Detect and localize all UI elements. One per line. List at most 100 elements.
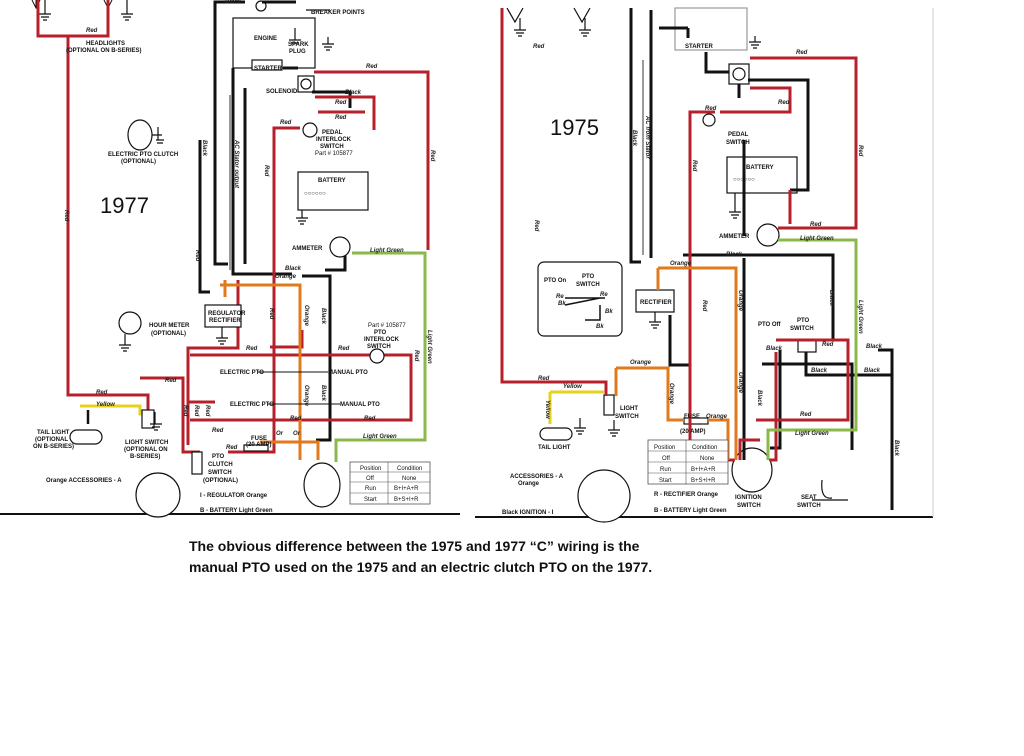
wire-label: Red — [705, 106, 717, 112]
label: B - BATTERY Light Green — [200, 508, 273, 514]
table-header: Condition — [397, 466, 422, 472]
table-cell: B+S+I+R — [691, 478, 716, 484]
label: SEAT — [801, 495, 817, 501]
label: IGNITION — [735, 495, 762, 501]
label: LIGHT — [620, 406, 638, 412]
label: AMMETER — [292, 246, 323, 252]
label: PLUG — [289, 49, 306, 55]
wire-label: Red — [810, 222, 822, 228]
label: BREAKER POINTS — [311, 10, 365, 16]
wire-label: Light Green — [857, 300, 863, 334]
year-label-1977: 1977 — [100, 193, 149, 218]
label: AC from Stator — [644, 115, 650, 159]
label: I - REGULATOR Orange — [200, 493, 268, 499]
label: (20 AMP) — [246, 442, 271, 448]
wire-label: Red — [86, 28, 98, 34]
label: SWITCH — [320, 144, 344, 150]
label: SWITCH — [737, 503, 761, 509]
label: STARTER — [685, 44, 714, 50]
wire-label: Red — [538, 376, 550, 382]
table-cell: None — [700, 456, 715, 462]
label: BATTERY — [746, 165, 774, 171]
wire-label: Orange — [275, 274, 297, 280]
wire-label: Light Green — [795, 431, 829, 437]
wire-label: Red — [413, 350, 419, 362]
label: (OPTIONAL) — [203, 478, 238, 484]
label: TAIL LIGHT — [37, 430, 70, 436]
wire-label: Orange — [630, 360, 652, 366]
label: PTO Off — [758, 322, 782, 328]
wire-label: Red — [63, 210, 69, 222]
caption-line-2: manual PTO used on the 1975 and an elect… — [189, 559, 653, 575]
wire-label: Red — [246, 346, 258, 352]
wire-label: Black — [320, 308, 326, 325]
label: PTO — [582, 274, 595, 280]
label: (OPTIONAL — [35, 437, 68, 443]
wire-label: Black — [320, 385, 326, 402]
wire-label: Orange — [303, 385, 309, 407]
table-cell: Run — [660, 467, 671, 473]
table-cell: Off — [366, 476, 374, 482]
label: Orange ACCESSORIES - A — [46, 478, 122, 484]
table-cell: B+S+I+R — [394, 497, 419, 503]
wire-label: Yellow — [563, 384, 582, 390]
label: REGULATOR — [208, 311, 246, 317]
wire-label: Red — [226, 445, 238, 451]
wire-label: Red — [268, 308, 274, 320]
wire-label: Red — [533, 44, 545, 50]
caption-line-1: The obvious difference between the 1975 … — [189, 538, 640, 554]
position-table-1977: Position Condition Off None Run B+I+A+R … — [349, 461, 431, 505]
label: SWITCH — [797, 503, 821, 509]
wire-label: Black — [345, 90, 362, 96]
label: ELECTRIC PTO CLUTCH — [108, 152, 178, 158]
label: SWITCH — [726, 140, 750, 146]
wire-label: Red — [822, 342, 834, 348]
label: CLUTCH — [208, 462, 233, 468]
wire-label: Red — [429, 150, 435, 162]
label: RECTIFIER — [209, 318, 241, 324]
table-cell: Start — [659, 478, 672, 484]
label: ELECTRIC PTO — [220, 370, 264, 376]
wire-label: Or — [293, 431, 301, 437]
label: ENGINE — [254, 36, 277, 42]
wire-label: Red — [212, 428, 224, 434]
label: Bk — [558, 301, 566, 307]
wire-label: Red — [204, 405, 210, 417]
wire-label: Yellow — [544, 400, 550, 419]
wire-label: Light Green — [426, 330, 432, 364]
wire-label: Red — [280, 120, 292, 126]
wire-label: Orange — [668, 383, 674, 405]
label: PTO — [374, 330, 387, 336]
label: Orange — [518, 481, 540, 487]
label: Re — [600, 292, 608, 298]
svg-text:○○○○○○: ○○○○○○ — [733, 177, 755, 183]
label: Part # 105877 — [315, 151, 353, 157]
wire-label: Red — [364, 416, 376, 422]
label: AC Stator output — [233, 139, 239, 189]
wire-label: Black — [201, 140, 207, 157]
wire-label: Red — [263, 165, 269, 177]
label: (OPTIONAL) — [121, 159, 156, 165]
wire-label: Orange — [737, 372, 743, 394]
wire-label: Red — [800, 412, 812, 418]
label: SWITCH — [790, 326, 814, 332]
wire-label: Light Green — [370, 248, 404, 254]
label: LIGHT SWITCH — [125, 440, 168, 446]
label: Re — [556, 294, 564, 300]
label: (OPTIONAL ON — [124, 447, 168, 453]
wire-label: Black — [631, 130, 637, 147]
label: MANUAL PTO — [328, 370, 368, 376]
wire-label: Black — [285, 266, 302, 272]
caption: The obvious difference between the 1975 … — [189, 536, 889, 578]
wire-label: Black — [756, 390, 762, 407]
label: AMMETER — [719, 234, 750, 240]
wire-label: Red — [182, 405, 188, 417]
wire-label: Red — [194, 250, 200, 262]
label: HEADLIGHTS — [86, 41, 125, 47]
wire-label: Red — [290, 416, 302, 422]
label: PEDAL — [322, 130, 343, 136]
wire-label: Black — [811, 368, 828, 374]
label: PEDAL — [728, 132, 749, 138]
wire-label: Black — [828, 290, 834, 307]
